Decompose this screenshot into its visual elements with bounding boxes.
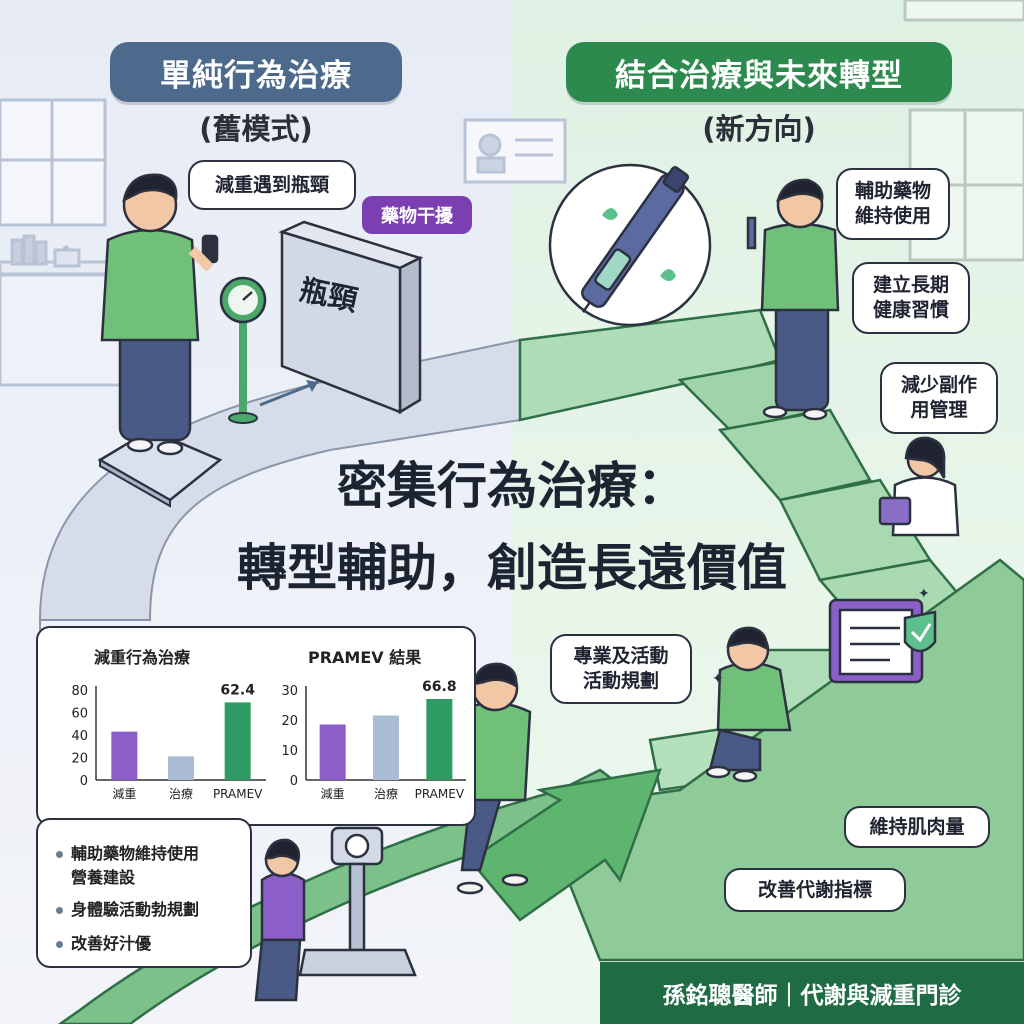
man-holding-pen: [746, 178, 840, 421]
list-item: 營養建設: [71, 868, 136, 887]
y-tick-label: 30: [281, 684, 298, 699]
list-item: 改善好汁優: [56, 930, 151, 954]
man-walking: [456, 662, 532, 895]
y-tick-label: 40: [71, 729, 88, 744]
injector-pen-icon: [548, 163, 712, 327]
benefit-list-panel: 輔助藥物維持使用 營養建設 身體驗活動勃規劃 改善好汁優: [36, 818, 252, 968]
chart-title-2: PRAMEV 結果: [308, 648, 422, 667]
standing-scale: [298, 826, 417, 977]
man-sitting: [705, 626, 792, 783]
left-header-subtitle: (舊模式): [199, 112, 313, 146]
headline-line1: 密集行為治療：: [337, 457, 687, 515]
headline-line2: 轉型輔助，創造長遠價值: [237, 539, 787, 597]
x-tick-label: 減重: [112, 786, 136, 801]
bar: [373, 715, 399, 780]
bubble-long-term-habits: 建立長期 健康習慣: [852, 262, 970, 334]
id-card-frame: [463, 118, 567, 184]
y-tick-label: 10: [281, 744, 298, 759]
bubble-assist-drug: 輔助藥物 維持使用: [836, 168, 950, 240]
svg-text:✦: ✦: [712, 671, 724, 687]
y-tick-label: 0: [290, 774, 298, 789]
footer-banner: 孫銘聰醫師｜代謝與減重門診: [600, 962, 1024, 1024]
y-tick-label: 20: [71, 752, 88, 767]
weight-gauge-icon: [219, 276, 267, 424]
bar: [426, 699, 453, 780]
bar: [224, 702, 251, 780]
bar: [319, 724, 346, 780]
y-tick-label: 60: [71, 707, 88, 722]
progress-arrow-icon: [259, 380, 319, 407]
woman-at-scale: [254, 838, 306, 1002]
list-item: 輔助藥物維持使用: [56, 840, 199, 864]
y-tick-label: 0: [80, 774, 88, 789]
window-left: [0, 98, 107, 227]
data-label: 62.4: [220, 682, 255, 698]
right-header-subtitle: (新方向): [702, 112, 816, 146]
bottleneck-wall: [278, 220, 424, 415]
svg-text:✦: ✦: [918, 586, 930, 602]
data-label: 66.8: [422, 679, 457, 695]
x-tick-label: PRAMEV: [415, 787, 465, 801]
y-tick-label: 80: [71, 684, 88, 699]
bubble-maintain-muscle: 維持肌肉量: [844, 806, 990, 848]
bubble-professional-activity: 專業及活動 活動規劃: [550, 634, 692, 704]
bar: [111, 731, 138, 780]
man-standing-phone: [100, 173, 219, 456]
x-tick-label: 治療: [374, 787, 398, 801]
doctor-with-clipboard: [878, 436, 960, 537]
x-tick-label: PRAMEV: [213, 787, 263, 801]
left-header-pill: 單純行為治療: [110, 42, 402, 102]
bar-charts: 0 20 40 60 80 減重 治療 PRAMEV 62.4 0 10 20 30 減重 治療 PRAMEV…: [71, 679, 466, 801]
bubble-improve-metabolic: 改善代謝指標: [724, 868, 906, 912]
bubble-reduce-side-effects: 減少副作 用管理: [880, 362, 998, 434]
bar: [168, 756, 194, 780]
clipboard-shield-icon: [828, 598, 937, 684]
y-tick-label: 20: [281, 714, 298, 729]
chart-panel: 減重行為治療 PRAMEV 結果 0 20 40 60 80 減重 治療 PRAMEV 62.4…: [36, 626, 476, 826]
x-tick-label: 減重: [321, 786, 345, 801]
x-tick-label: 治療: [169, 787, 193, 801]
right-header-pill: 結合治療與未來轉型: [566, 42, 952, 102]
list-item: 身體驗活動勃規劃: [56, 896, 199, 920]
drug-interference-tag: 藥物干擾: [362, 196, 472, 234]
bubble-plateau: 減重遇到瓶頸: [188, 160, 356, 210]
chart-title-1: 減重行為治療: [94, 648, 191, 667]
